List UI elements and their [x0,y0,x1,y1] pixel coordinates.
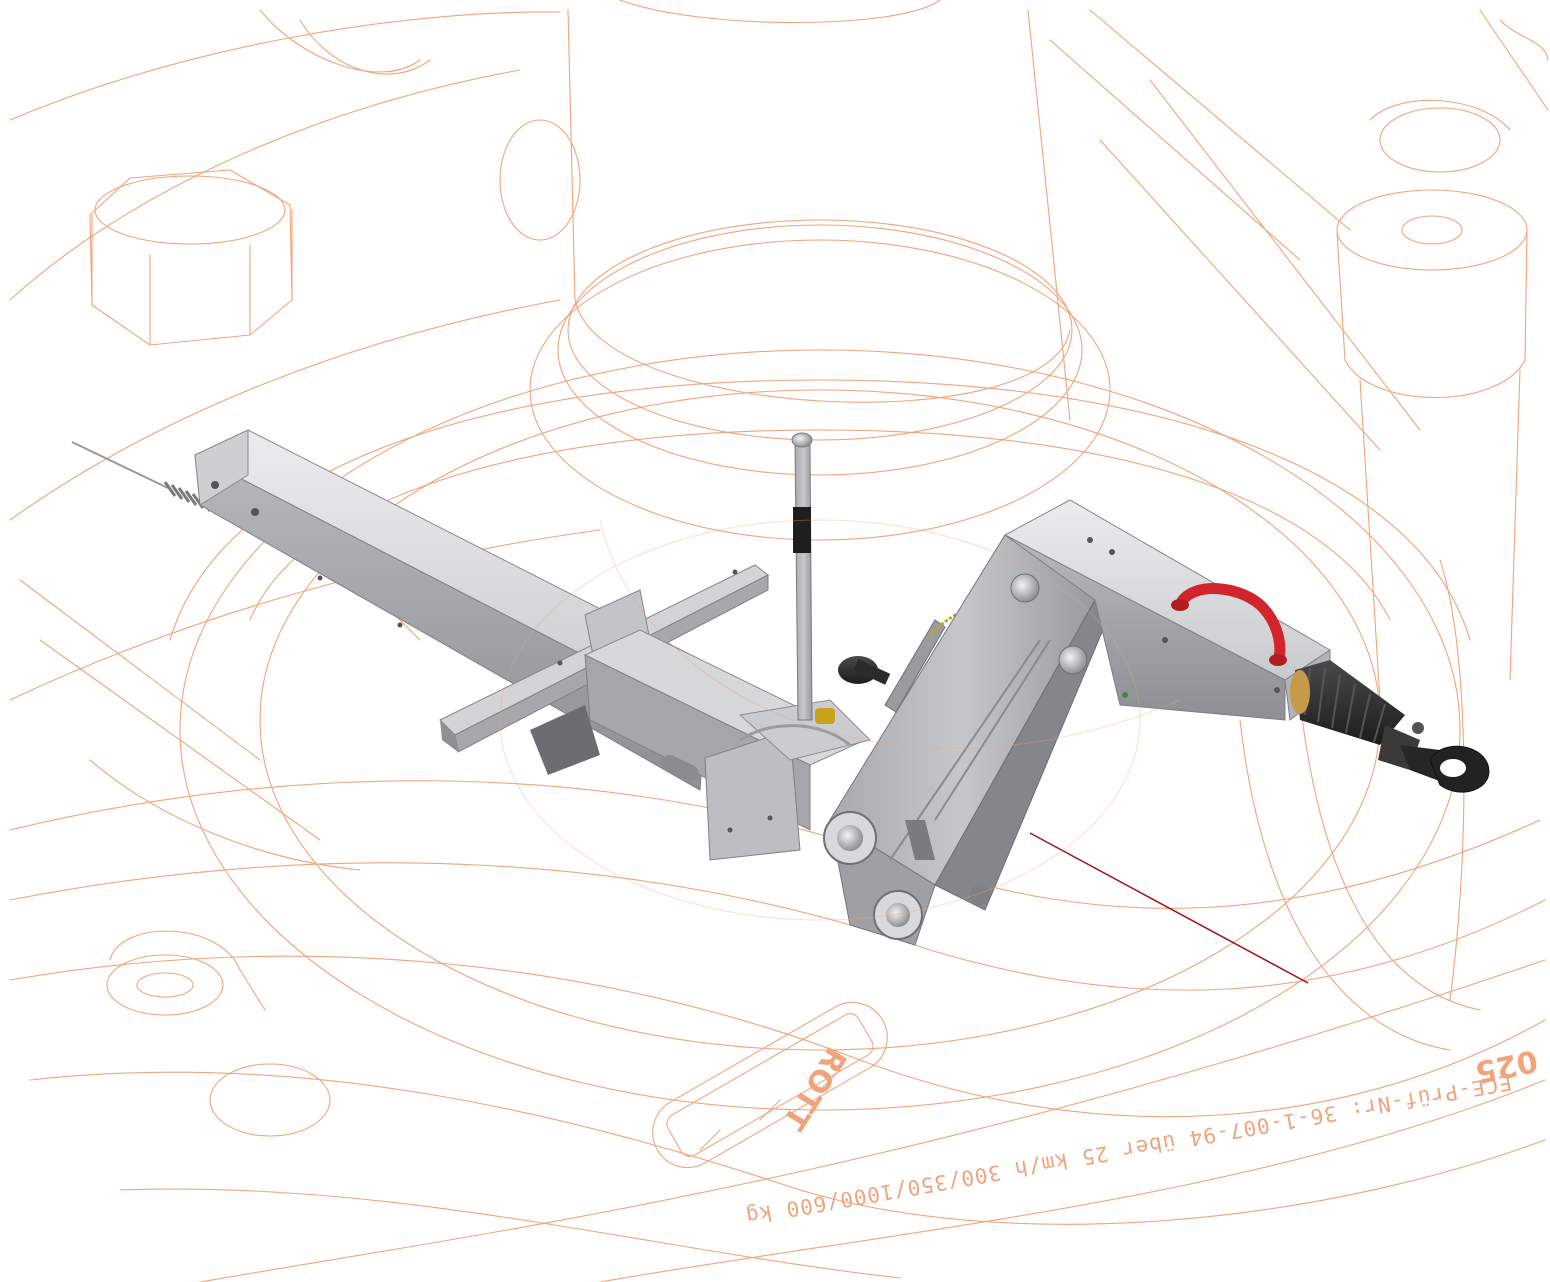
breakaway-cable [1029,832,1309,984]
overlay-arcs [499,519,1181,921]
carry-handle [1171,583,1287,666]
mechanism-housing [583,629,871,861]
hinge-bolts [823,573,1088,940]
rim-inscription: ECE-Prüf-Nr: 36-1-007-94 über 25 km/h 30… [743,1070,1513,1229]
hand-lever [791,432,835,724]
background-wireframe [9,0,1549,1282]
plate-lettering: ECE-Prüf-Nr: 36-1-007-94 über 25 km/h 30… [743,1041,1540,1229]
badge-inscription: ROTT [775,1041,853,1137]
folding-hinge-arm [829,534,1106,946]
handle-icon [1174,583,1286,666]
corner-inscription: 025 [1472,1042,1541,1089]
towing-eye [1400,745,1490,793]
drawbar-assembly [71,429,1490,984]
